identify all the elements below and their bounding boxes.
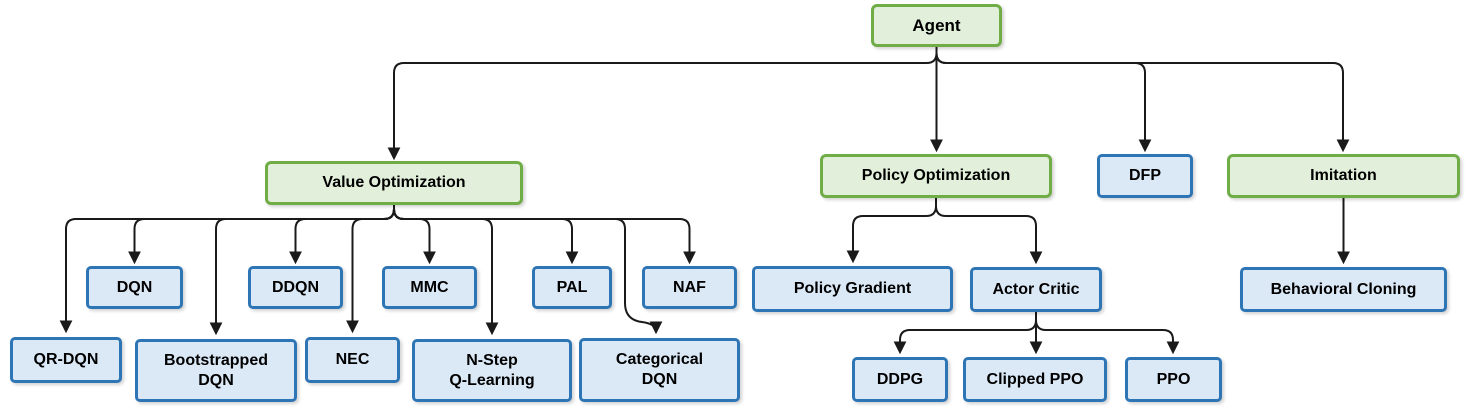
node-imitation: Imitation (1227, 154, 1460, 198)
node-qr-dqn: QR-DQN (10, 337, 122, 383)
node-ddpg: DDPG (852, 357, 948, 402)
node-clipped-ppo: Clipped PPO (963, 357, 1107, 402)
connector-vo-naf (393, 205, 696, 265)
node-categorical-dqn: Categorical DQN (579, 338, 740, 402)
connector-ac-ddpg (893, 312, 1037, 355)
connector-agent-imitation (935, 47, 1350, 153)
node-nec: NEC (305, 337, 400, 383)
node-label-line: DQN (641, 371, 678, 388)
node-policy-gradient: Policy Gradient (752, 266, 953, 312)
connector-vo-ddqn (289, 205, 395, 265)
connector-vo-mmc (393, 205, 436, 265)
node-pal: PAL (532, 266, 612, 309)
node-naf: NAF (642, 266, 737, 309)
node-dqn: DQN (86, 266, 183, 309)
node-mmc: MMC (382, 266, 477, 309)
node-bootstrapped-dqn: Bootstrapped DQN (135, 339, 297, 402)
node-actor-critic: Actor Critic (970, 267, 1102, 312)
node-ddqn: DDQN (248, 266, 343, 309)
node-n-step-q-learning: N-Step Q-Learning (412, 339, 572, 402)
node-behavioral-cloning: Behavioral Cloning (1240, 267, 1447, 312)
connector-agent-value-optimization (387, 47, 938, 161)
node-dfp: DFP (1097, 154, 1193, 198)
node-ppo: PPO (1125, 357, 1222, 402)
connector-ac-ppo (1035, 312, 1180, 355)
node-policy-optimization: Policy Optimization (820, 154, 1052, 198)
node-label-line: DQN (198, 371, 234, 389)
node-label-line: N-Step (466, 351, 518, 369)
node-agent: Agent (871, 4, 1002, 47)
connector-vo-pal (393, 205, 579, 265)
node-value-optimization: Value Optimization (265, 161, 523, 205)
connector-vo-nec (346, 205, 395, 334)
connector-po-policy-gradient (846, 198, 937, 264)
node-label-line: Q-Learning (449, 371, 535, 389)
node-label-line: Categorical (615, 351, 704, 368)
connector-po-actor-critic (935, 198, 1043, 265)
node-label-line: Bootstrapped (164, 351, 268, 369)
connector-vo-dqn (128, 205, 395, 265)
